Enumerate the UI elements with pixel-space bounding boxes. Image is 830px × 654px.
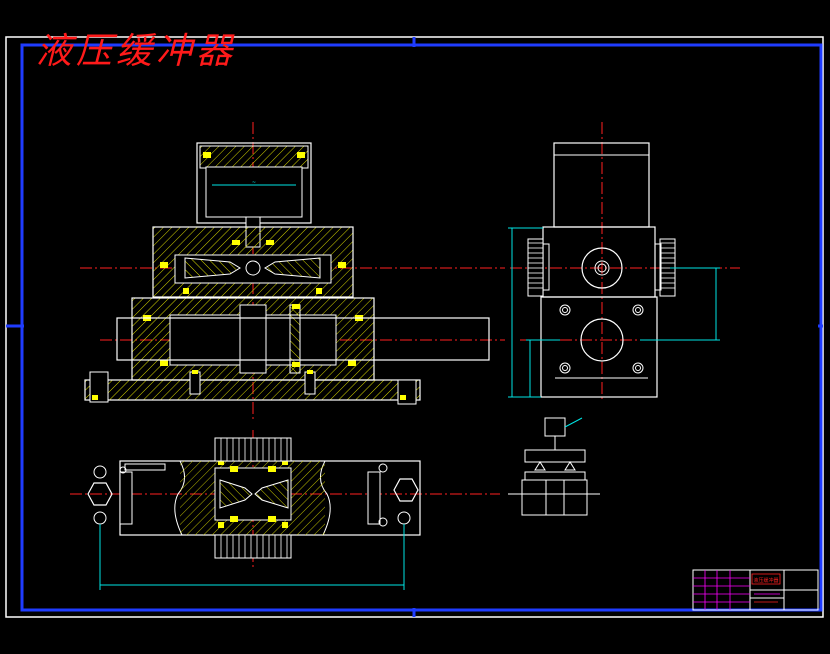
front-section-view: ~	[80, 122, 505, 420]
title-block: 液压缓冲器	[692, 569, 819, 611]
drawing-frame	[5, 36, 824, 618]
svg-text:~: ~	[252, 180, 256, 186]
hydraulic-symbol	[508, 417, 600, 516]
top-view	[70, 430, 500, 590]
side-view	[508, 122, 740, 400]
drawing-title: 液压缓冲器	[36, 31, 237, 72]
title-block-name: 液压缓冲器	[753, 577, 778, 584]
